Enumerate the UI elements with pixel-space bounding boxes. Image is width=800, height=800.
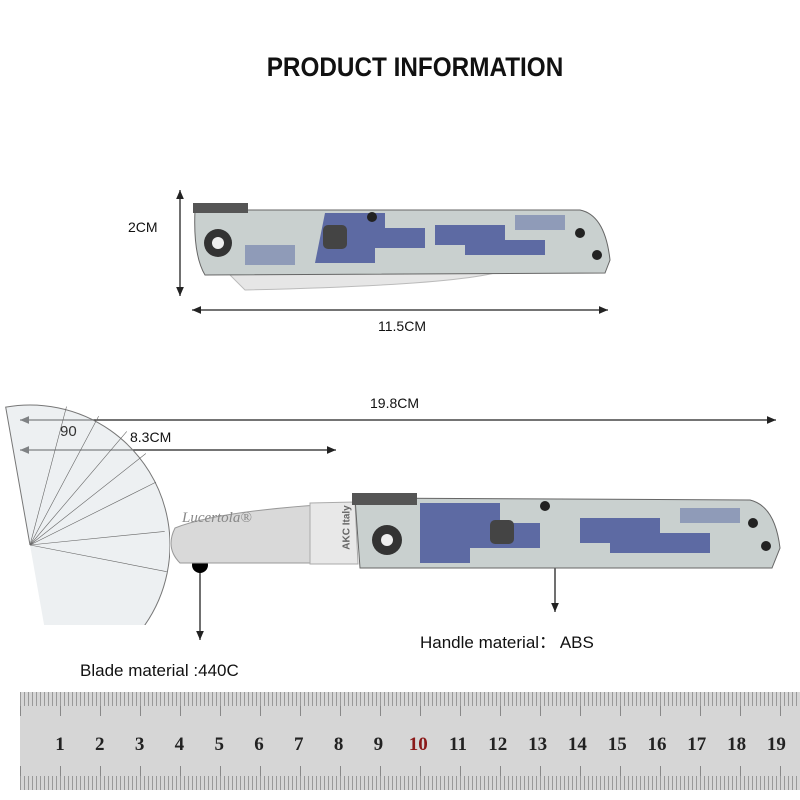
open-length-label: 19.8CM bbox=[370, 395, 420, 411]
ruler-number: 7 bbox=[294, 734, 304, 755]
ruler-number: 13 bbox=[528, 734, 548, 755]
ruler-number: 15 bbox=[607, 734, 627, 755]
ruler-number: 8 bbox=[333, 734, 344, 755]
ruler-number: 17 bbox=[687, 734, 707, 755]
ruler-number: 19 bbox=[766, 734, 786, 755]
blade-length-label: 8.3CM bbox=[130, 429, 172, 445]
closed-knife-image bbox=[193, 203, 611, 291]
ruler-number: 14 bbox=[567, 734, 587, 755]
handle-material-label: Handle material： ABS bbox=[420, 633, 594, 652]
ruler-number: 1 bbox=[55, 734, 65, 755]
ruler-number: 3 bbox=[134, 734, 145, 755]
height-label: 2CM bbox=[128, 219, 158, 235]
page-title: PRODUCT INFORMATION bbox=[266, 52, 564, 82]
ruler-number: 6 bbox=[254, 734, 264, 755]
ruler-number: 11 bbox=[449, 734, 467, 755]
ruler-number: 12 bbox=[488, 734, 508, 755]
protractor-label: 90 bbox=[60, 423, 77, 440]
ruler-number: 5 bbox=[214, 734, 224, 755]
closed-length-label: 11.5CM bbox=[378, 318, 426, 334]
open-knife-image bbox=[170, 493, 781, 569]
blade-logo: AKC Italy bbox=[341, 505, 353, 550]
protractor-image bbox=[5, 404, 170, 625]
ruler-number: 2 bbox=[95, 734, 105, 755]
ruler-number: 4 bbox=[174, 734, 185, 755]
blade-brand-marking: Lucertola® bbox=[182, 510, 252, 526]
ruler-number: 10 bbox=[408, 734, 428, 755]
ruler-number: 18 bbox=[727, 734, 747, 755]
ruler-number: 9 bbox=[373, 734, 384, 755]
blade-material-label: Blade material :440C bbox=[80, 661, 239, 680]
ruler-number: 16 bbox=[647, 734, 667, 755]
